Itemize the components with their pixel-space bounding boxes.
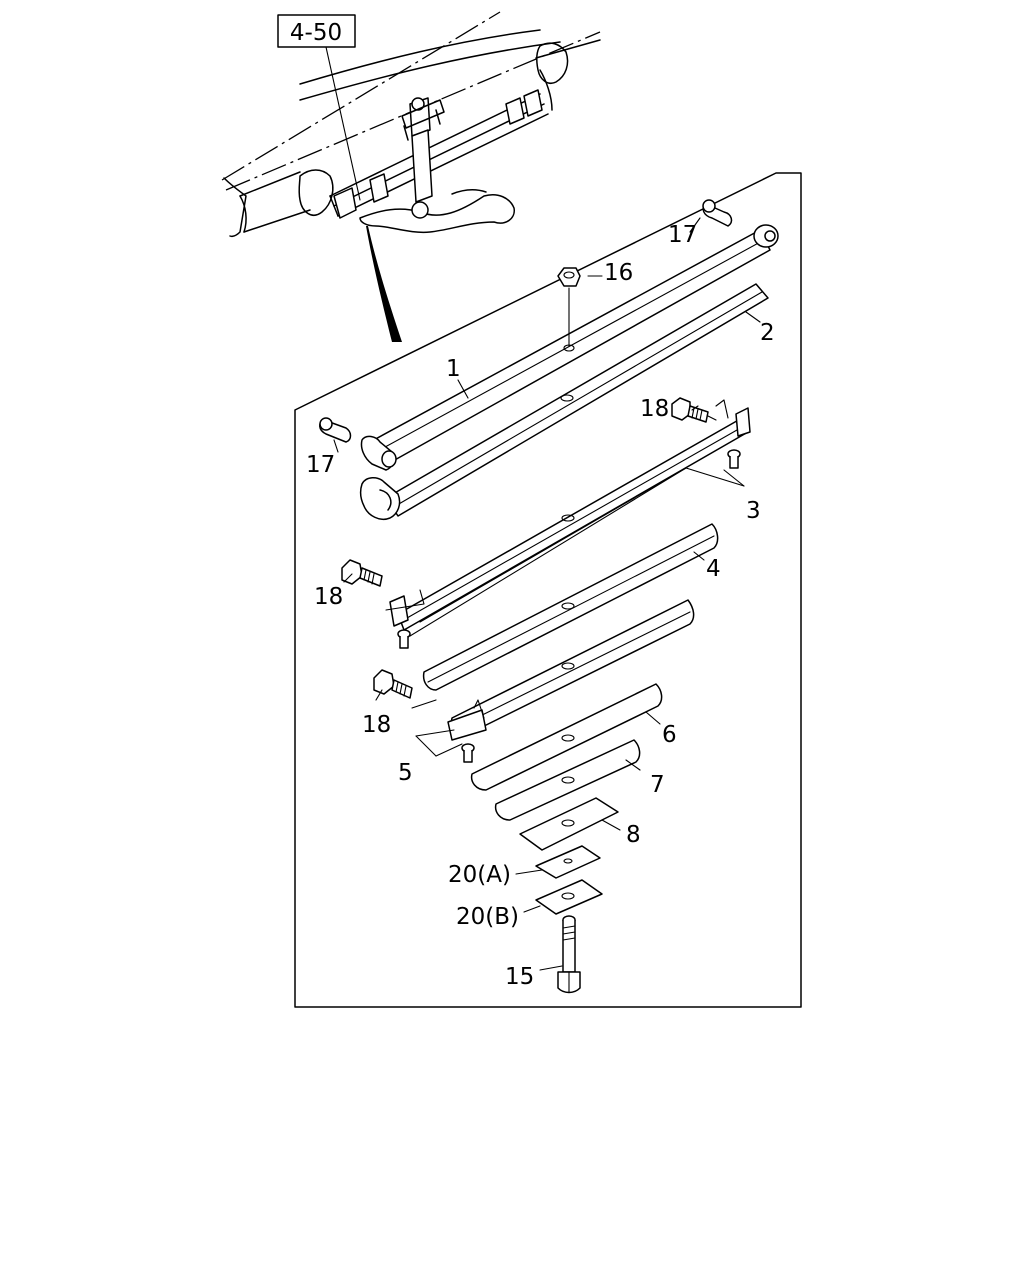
clip-rivet-upper <box>727 449 741 469</box>
vehicle-frame-sketch <box>221 11 601 238</box>
callout-8: 8 <box>626 822 641 848</box>
callout-labels: 1 2 3 4 5 6 7 8 15 16 17 17 18 18 18 20(… <box>306 222 775 990</box>
exploded-view-frame <box>294 172 802 1008</box>
part-18-bolt-lower[interactable] <box>373 669 413 699</box>
part-20a-shim[interactable] <box>535 845 601 879</box>
callout-17-left: 17 <box>306 452 335 478</box>
callout-17-right: 17 <box>668 222 697 248</box>
callout-15: 15 <box>505 964 534 990</box>
part-18-bolt-middle[interactable] <box>341 559 383 587</box>
part-2-second-leaf[interactable] <box>359 283 769 520</box>
reference-box-label: 4-50 <box>290 20 342 46</box>
callout-4: 4 <box>706 556 721 582</box>
reference-box[interactable]: 4-50 <box>277 14 356 48</box>
part-15-center-bolt[interactable] <box>557 915 581 994</box>
callout-20b: 20(B) <box>456 904 519 930</box>
part-17-bushing-left[interactable] <box>319 417 352 443</box>
callout-5: 5 <box>398 760 413 786</box>
callout-2: 2 <box>760 320 775 346</box>
part-4-leaf[interactable] <box>422 523 719 691</box>
clip-rivet-middle <box>397 629 411 649</box>
part-8-spacer-plate[interactable] <box>519 797 619 851</box>
callout-3: 3 <box>746 498 761 524</box>
callout-16: 16 <box>604 260 633 286</box>
callout-1: 1 <box>446 356 461 382</box>
callout-18-middle: 18 <box>314 584 343 610</box>
callout-6: 6 <box>662 722 677 748</box>
reference-leader-line <box>325 46 361 201</box>
callout-18-upper: 18 <box>640 396 669 422</box>
part-5-leaf-with-clip[interactable] <box>447 599 695 741</box>
part-17-bushing-right[interactable] <box>702 199 733 227</box>
part-18-bolt-upper[interactable] <box>671 397 717 423</box>
callout-7: 7 <box>650 772 665 798</box>
part-20b-shim[interactable] <box>535 879 603 915</box>
part-3-leaf-with-clips[interactable] <box>385 399 751 631</box>
callout-20a: 20(A) <box>448 862 511 888</box>
callout-18-lower: 18 <box>362 712 391 738</box>
part-6-leaf[interactable] <box>470 683 663 791</box>
part-7-leaf[interactable] <box>494 739 641 821</box>
part-1-main-leaf[interactable] <box>360 224 779 471</box>
part-16-center-nut[interactable] <box>557 267 581 352</box>
zoom-arrow <box>366 226 402 342</box>
leader-lines <box>333 217 761 971</box>
clip-rivet-lower <box>461 743 475 763</box>
